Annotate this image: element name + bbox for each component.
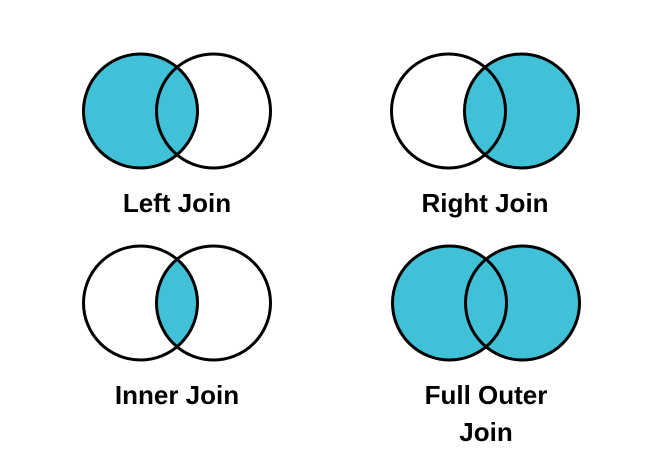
inner-join-diagram: Inner Join	[79, 243, 275, 414]
left-circle-fill	[83, 54, 198, 168]
inner-join-venn	[82, 244, 272, 362]
full-outer-join-diagram: Full Outer Join	[388, 243, 584, 451]
right-circle-outline	[463, 52, 580, 170]
left-circle-outline	[390, 52, 507, 170]
left-circle-outline	[82, 244, 199, 362]
right-circle-outline	[155, 244, 272, 362]
inner-join-label: Inner Join	[79, 377, 275, 414]
right-circle-fill	[464, 54, 579, 168]
inner-join-label-text: Inner Join	[114, 380, 240, 410]
left-join-label: Left Join	[79, 185, 275, 222]
left-join-diagram: Left Join	[79, 51, 275, 222]
right-join-label: Right Join	[387, 185, 583, 222]
full-outer-join-label-text: Full Outer Join	[424, 380, 548, 447]
full-outer-join-label: Full Outer Join	[388, 377, 584, 451]
right-join-venn	[390, 52, 580, 170]
left-circle-outline	[82, 52, 199, 170]
right-join-diagram: Right Join	[387, 51, 583, 222]
left-join-label-text: Left Join	[122, 188, 232, 218]
left-circle-outline	[391, 244, 508, 362]
right-circle-outline	[155, 52, 272, 170]
right-circle-outline	[464, 244, 581, 362]
right-join-label-text: Right Join	[421, 188, 549, 218]
left-join-venn	[82, 52, 272, 170]
right-circle-fill	[465, 246, 580, 360]
intersection-fill	[156, 246, 198, 360]
full-outer-join-venn	[391, 244, 581, 362]
